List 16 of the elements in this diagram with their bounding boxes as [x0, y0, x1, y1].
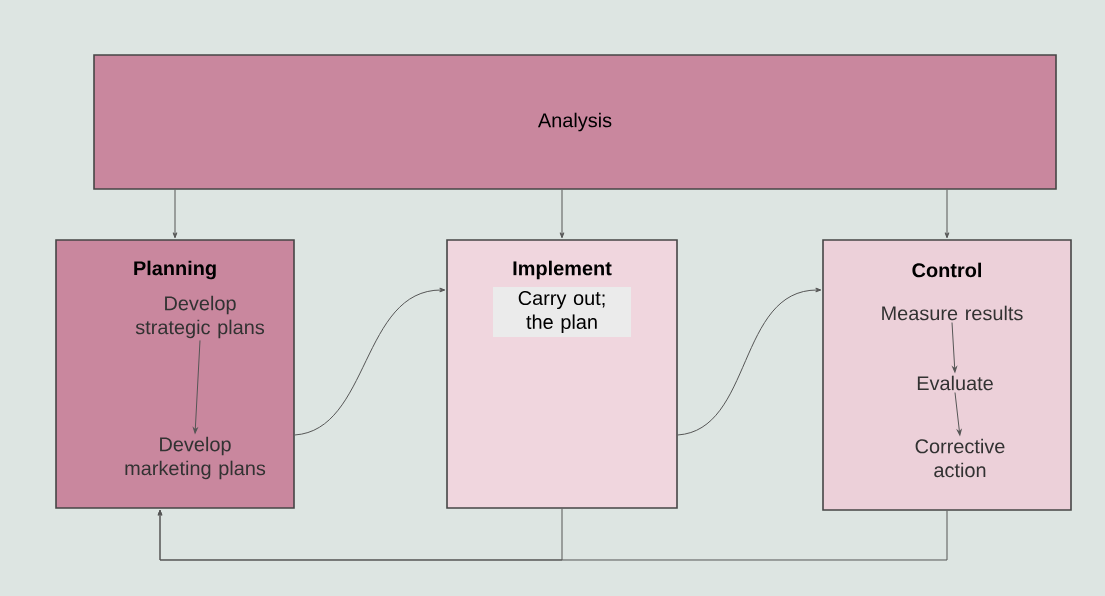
- arrow: [157, 509, 948, 561]
- step-text: Measure results: [882, 305, 1023, 321]
- arrow: [192, 339, 201, 434]
- step-text: Evaluate: [917, 375, 993, 391]
- arrow: [944, 189, 950, 239]
- step-text: Corrective action: [915, 438, 1005, 478]
- arrow: [559, 189, 565, 239]
- step-text: Develop strategic plans: [135, 295, 265, 339]
- arrow: [294, 287, 446, 436]
- arrow: [172, 189, 178, 239]
- arrow: [951, 322, 957, 373]
- step-text: Develop marketing plans: [125, 436, 266, 480]
- analysis-box: Analysis: [93, 54, 1057, 190]
- arrow: [677, 287, 822, 436]
- arrow: [954, 392, 962, 436]
- process-box: Implement Carry out; the plan: [446, 239, 678, 509]
